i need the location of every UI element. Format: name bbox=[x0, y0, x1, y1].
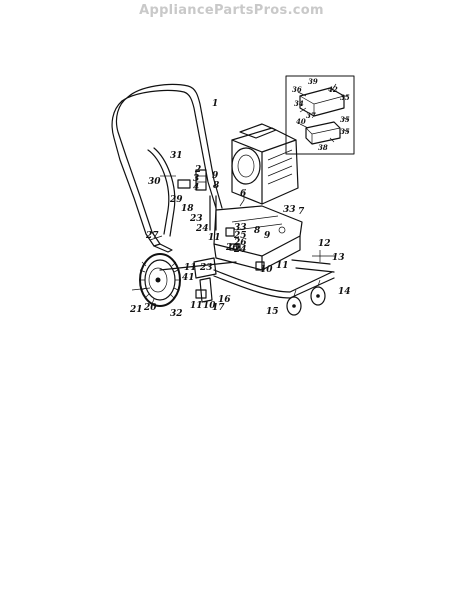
callout-42: 42 bbox=[328, 85, 338, 94]
callout-11b: 11 bbox=[276, 261, 289, 271]
callout-18: 18 bbox=[181, 204, 194, 214]
callout-labels: 1 2 3 4 9 8 18 31 30 29 27 23 24 33 33 2… bbox=[129, 77, 351, 319]
callout-20: 20 bbox=[143, 303, 157, 313]
callout-41: 41 bbox=[182, 273, 195, 283]
callout-8: 8 bbox=[213, 181, 220, 191]
callout-39: 39 bbox=[308, 77, 318, 86]
callout-30: 30 bbox=[148, 177, 161, 187]
callout-9: 9 bbox=[212, 171, 219, 181]
callout-35b: 35 bbox=[340, 115, 350, 124]
callout-1: 1 bbox=[212, 99, 218, 109]
callout-33: 33 bbox=[283, 205, 296, 215]
callout-23: 23 bbox=[189, 214, 203, 224]
callout-28: 26 bbox=[225, 243, 239, 253]
frame-plate bbox=[213, 205, 303, 271]
callout-15: 15 bbox=[266, 307, 279, 317]
callout-36: 36 bbox=[292, 85, 302, 94]
wheel-tire bbox=[139, 253, 181, 307]
callout-25: 25 bbox=[233, 231, 247, 241]
callout-14: 14 bbox=[338, 287, 351, 297]
callout-34: 34 bbox=[294, 99, 304, 108]
callout-35c: 35 bbox=[340, 127, 350, 136]
callout-31: 31 bbox=[170, 151, 183, 161]
callout-6: 6 bbox=[240, 189, 247, 199]
callout-7: 7 bbox=[298, 207, 305, 217]
engine-assembly bbox=[231, 123, 299, 207]
callout-8b: 8 bbox=[254, 226, 261, 236]
callout-29: 29 bbox=[169, 195, 183, 205]
callout-26: 26 bbox=[233, 238, 247, 248]
callout-11: 11 bbox=[208, 233, 221, 243]
callout-32: 32 bbox=[170, 309, 183, 319]
caster-assembly bbox=[213, 259, 335, 316]
callout-2: 2 bbox=[194, 165, 201, 175]
callout-10: 10 bbox=[260, 265, 273, 275]
callout-21: 21 bbox=[129, 305, 143, 315]
hardware-parts bbox=[131, 169, 336, 299]
callout-24b: 24 bbox=[233, 245, 247, 255]
inset-detail bbox=[285, 75, 355, 155]
callout-38: 38 bbox=[318, 143, 328, 152]
callout-12: 12 bbox=[318, 239, 331, 249]
callout-24: 24 bbox=[195, 224, 209, 234]
callout-11c: 11 bbox=[190, 301, 203, 311]
callout-13: 13 bbox=[332, 253, 345, 263]
callout-23b: 23 bbox=[199, 263, 213, 273]
callout-17: 17 bbox=[212, 303, 225, 313]
callout-9b: 9 bbox=[264, 231, 271, 241]
callout-27: 27 bbox=[145, 231, 159, 241]
callout-10b: 10 bbox=[203, 301, 216, 311]
callout-4: 4 bbox=[193, 183, 199, 193]
handle-frame bbox=[111, 83, 223, 253]
callout-35: 35 bbox=[340, 93, 350, 102]
site-watermark: AppliancePartsPros.com bbox=[139, 3, 324, 18]
callout-11d: 11 bbox=[184, 263, 197, 273]
callout-3: 3 bbox=[193, 174, 199, 184]
callout-16: 16 bbox=[218, 295, 231, 305]
callout-37: 37 bbox=[306, 111, 316, 120]
callout-33b: 33 bbox=[234, 223, 247, 233]
callout-40: 40 bbox=[296, 117, 306, 126]
